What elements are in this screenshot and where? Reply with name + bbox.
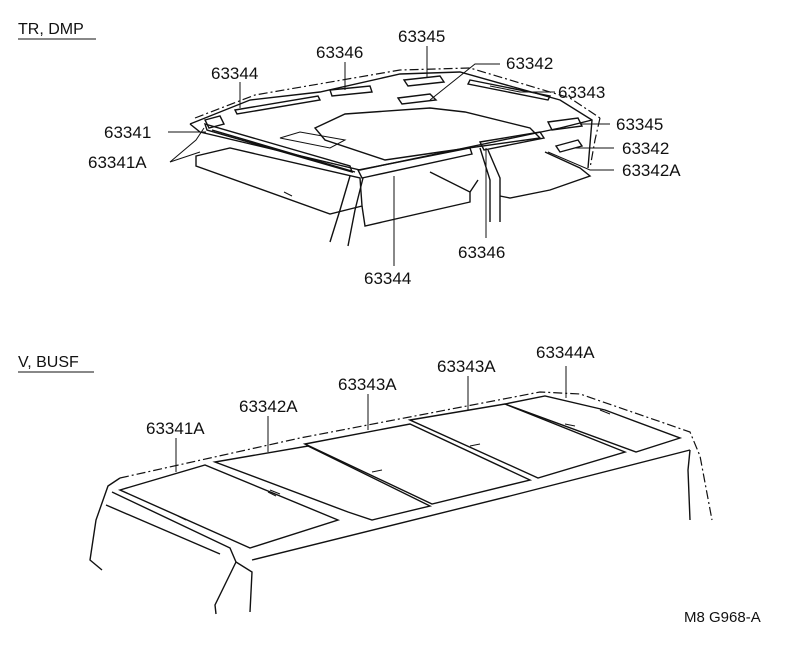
label-63341: 63341 [104, 123, 151, 142]
label-63346-bottom: 63346 [458, 243, 505, 262]
label-63345-right: 63345 [616, 115, 663, 134]
label-63341A: 63341A [88, 153, 147, 172]
label-63343: 63343 [558, 83, 605, 102]
top-leader-lines [168, 46, 614, 266]
label-63344A: 63344A [536, 343, 595, 362]
section-title-tr-dmp: TR, DMP [18, 21, 84, 38]
label-63343A-left: 63343A [338, 375, 397, 394]
section-title-v-busf: V, BUSF [18, 354, 79, 371]
label-63342A: 63342A [622, 161, 681, 180]
label-63344-bottom: 63344 [364, 269, 411, 288]
label-63342-top: 63342 [506, 54, 553, 73]
label-63345-top: 63345 [398, 27, 445, 46]
label-63341A-bottom: 63341A [146, 419, 205, 438]
cab-roof-drawing [189, 67, 601, 247]
label-63344-top: 63344 [211, 64, 258, 83]
label-63342-right: 63342 [622, 139, 669, 158]
van-roof-drawing [89, 391, 713, 615]
label-63343A-right: 63343A [437, 357, 496, 376]
label-63346-top: 63346 [316, 43, 363, 62]
label-63342A-bottom: 63342A [239, 397, 298, 416]
figure-code: M8 G968-A [684, 609, 761, 626]
bottom-leader-lines [175, 366, 567, 472]
